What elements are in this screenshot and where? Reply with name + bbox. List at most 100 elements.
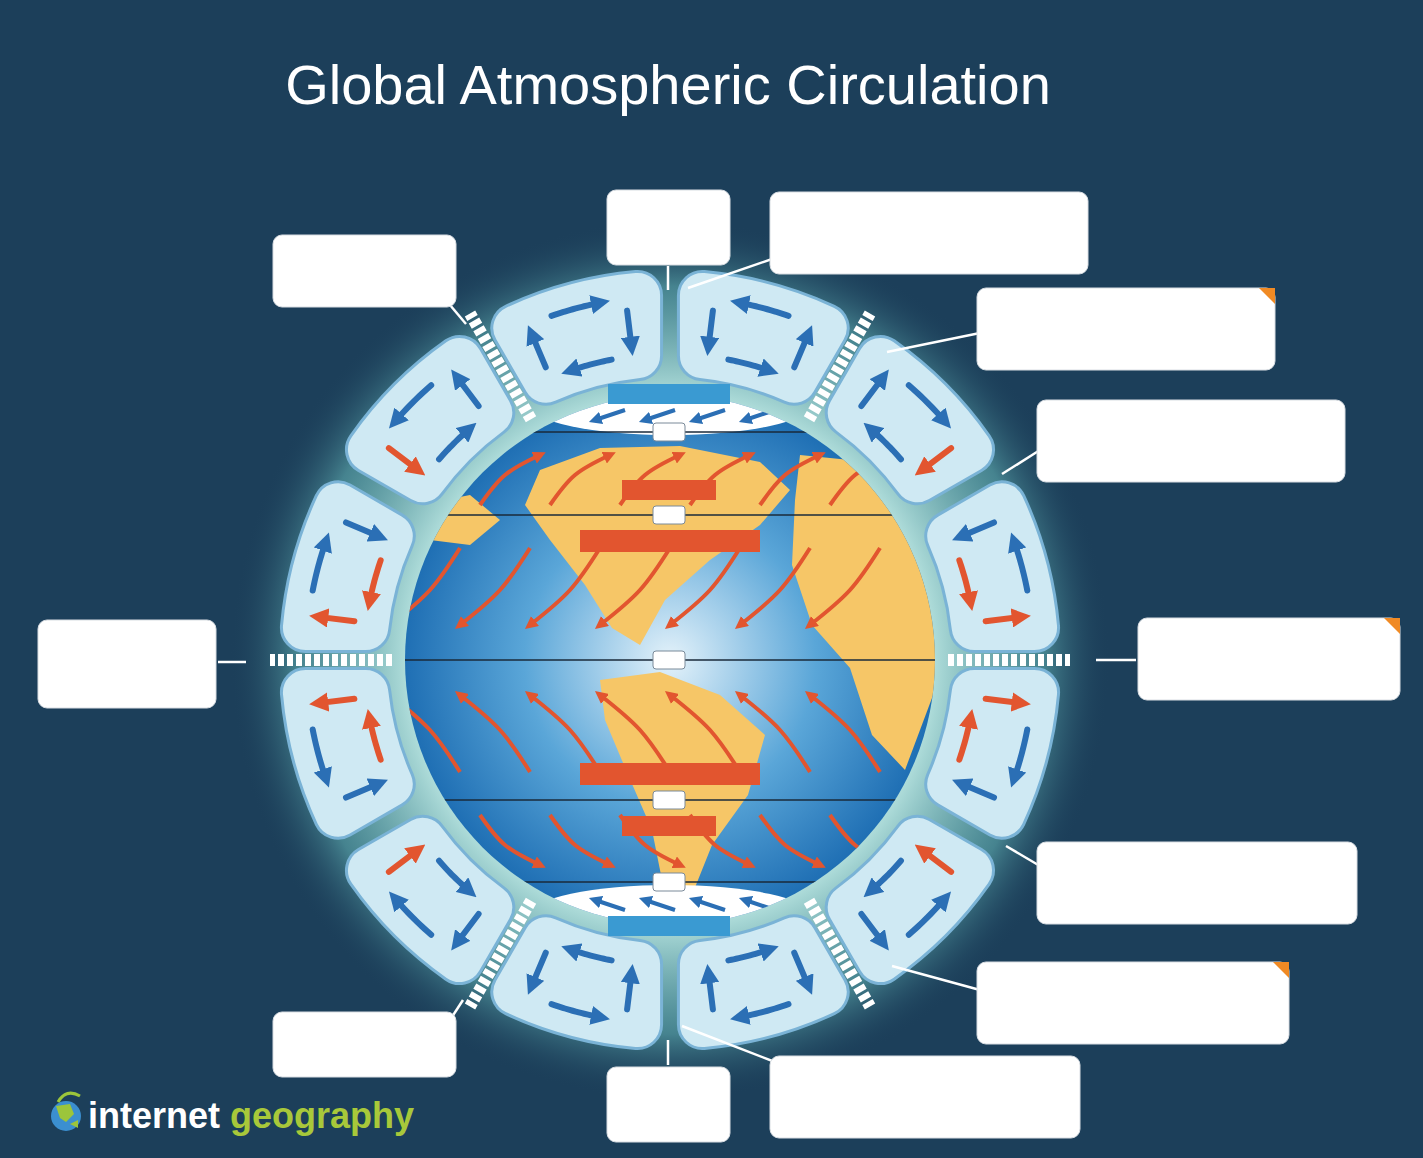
leader-line bbox=[450, 305, 466, 324]
airflow-arrow bbox=[871, 429, 901, 459]
airflow-arrow bbox=[922, 850, 951, 872]
airflow-arrow bbox=[739, 303, 788, 316]
airflow-arrow bbox=[319, 699, 355, 703]
airflow-arrow bbox=[627, 311, 631, 347]
surface-wind bbox=[745, 900, 775, 910]
blank-label-box bbox=[977, 288, 1275, 370]
surface-wind bbox=[390, 548, 460, 625]
airflow-arrow bbox=[313, 541, 326, 590]
pressure-bar bbox=[608, 916, 730, 936]
airflow-arrow bbox=[439, 429, 469, 459]
surface-wind bbox=[830, 455, 890, 505]
airflow-arrow bbox=[1014, 729, 1027, 778]
pressure-zone bbox=[470, 901, 531, 1007]
surface-wind bbox=[410, 815, 470, 865]
surface-wind bbox=[600, 695, 670, 772]
airflow-arrow bbox=[389, 448, 418, 470]
surface-wind bbox=[645, 900, 675, 910]
continent bbox=[420, 495, 500, 545]
surface-wind bbox=[740, 548, 810, 625]
continent bbox=[792, 455, 938, 770]
title: Global Atmospheric Circulation bbox=[0, 52, 1336, 118]
blank-label-box bbox=[1037, 400, 1345, 482]
surface-wind bbox=[480, 815, 540, 865]
airflow-arrow bbox=[457, 914, 479, 943]
airflow-arrow bbox=[570, 949, 611, 960]
surface-wind bbox=[480, 455, 540, 505]
airflow-arrow bbox=[551, 303, 600, 316]
airflow-arrow bbox=[313, 729, 326, 778]
airflow-arrow bbox=[395, 385, 431, 421]
airflow-arrow bbox=[627, 974, 631, 1010]
surface-wind bbox=[460, 695, 530, 772]
pressure-bar bbox=[580, 530, 760, 552]
leader-line bbox=[1002, 450, 1040, 474]
title-area: Global Atmospheric Circulation bbox=[0, 52, 1336, 118]
surface-wind bbox=[695, 410, 725, 420]
airflow-arrow bbox=[370, 560, 381, 601]
airflow-arrow bbox=[346, 522, 379, 536]
pressure-zone bbox=[809, 314, 870, 420]
airflow-arrow bbox=[728, 949, 769, 960]
pressure-bar bbox=[608, 384, 730, 404]
airflow-arrow bbox=[986, 617, 1022, 621]
leader-line bbox=[682, 1026, 775, 1062]
airflow-arrow bbox=[532, 334, 546, 367]
surface-wind bbox=[740, 695, 810, 772]
folded-corner bbox=[1259, 288, 1275, 304]
continent bbox=[600, 672, 765, 905]
blank-label-box bbox=[977, 962, 1289, 1044]
airflow-arrow bbox=[389, 850, 418, 872]
blank-label-box bbox=[273, 235, 456, 307]
surface-wind bbox=[600, 548, 670, 625]
surface-wind bbox=[550, 455, 610, 505]
airflow-arrow bbox=[739, 1004, 788, 1017]
globe bbox=[405, 395, 935, 925]
airflow-arrow bbox=[570, 360, 611, 371]
pressure-bar bbox=[580, 763, 760, 785]
blank-label-box bbox=[38, 620, 216, 708]
airflow-arrow bbox=[319, 617, 355, 621]
airflow-arrow bbox=[986, 699, 1022, 703]
watermark-text: geography bbox=[230, 1094, 414, 1138]
leader-line bbox=[1096, 659, 1136, 662]
watermark-text: internet bbox=[88, 1094, 220, 1138]
airflow-arrow bbox=[861, 914, 883, 943]
surface-wind bbox=[595, 410, 625, 420]
surface-wind bbox=[810, 548, 880, 625]
airflow-arrow bbox=[728, 360, 769, 371]
airflow-arrow bbox=[861, 377, 883, 406]
surface-wind bbox=[745, 410, 775, 420]
surface-wind bbox=[410, 455, 470, 505]
airflow-arrow bbox=[909, 385, 945, 421]
pressure-bar bbox=[622, 816, 716, 836]
surface-wind bbox=[695, 900, 725, 910]
blank-label-box bbox=[607, 190, 730, 265]
airflow-arrow bbox=[709, 311, 713, 347]
leader-line bbox=[667, 266, 670, 290]
leader-line bbox=[218, 661, 246, 664]
blank-label-box bbox=[770, 1056, 1080, 1138]
leader-line bbox=[1006, 846, 1040, 866]
ice-cap bbox=[530, 885, 810, 945]
blank-label-box bbox=[273, 1012, 456, 1077]
surface-wind bbox=[550, 815, 610, 865]
surface-wind bbox=[670, 695, 740, 772]
blank-latitude-box bbox=[653, 423, 685, 441]
airflow-arrow bbox=[457, 377, 479, 406]
circulation-cell bbox=[926, 668, 1059, 838]
logo-icon bbox=[51, 1093, 81, 1131]
pressure-zone bbox=[809, 901, 870, 1007]
airflow-arrow bbox=[395, 899, 431, 935]
airflow-arrow bbox=[551, 1004, 600, 1017]
airflow-arrow bbox=[961, 783, 994, 797]
airflow-arrow bbox=[709, 974, 713, 1010]
surface-wind bbox=[530, 695, 600, 772]
airflow-arrow bbox=[370, 718, 381, 759]
blank-latitude-box bbox=[653, 873, 685, 891]
airflow-arrow bbox=[959, 718, 970, 759]
leader-line bbox=[667, 1040, 670, 1065]
leader-line bbox=[892, 966, 980, 990]
airflow-arrow bbox=[346, 783, 379, 797]
airflow-arrow bbox=[1014, 541, 1027, 590]
